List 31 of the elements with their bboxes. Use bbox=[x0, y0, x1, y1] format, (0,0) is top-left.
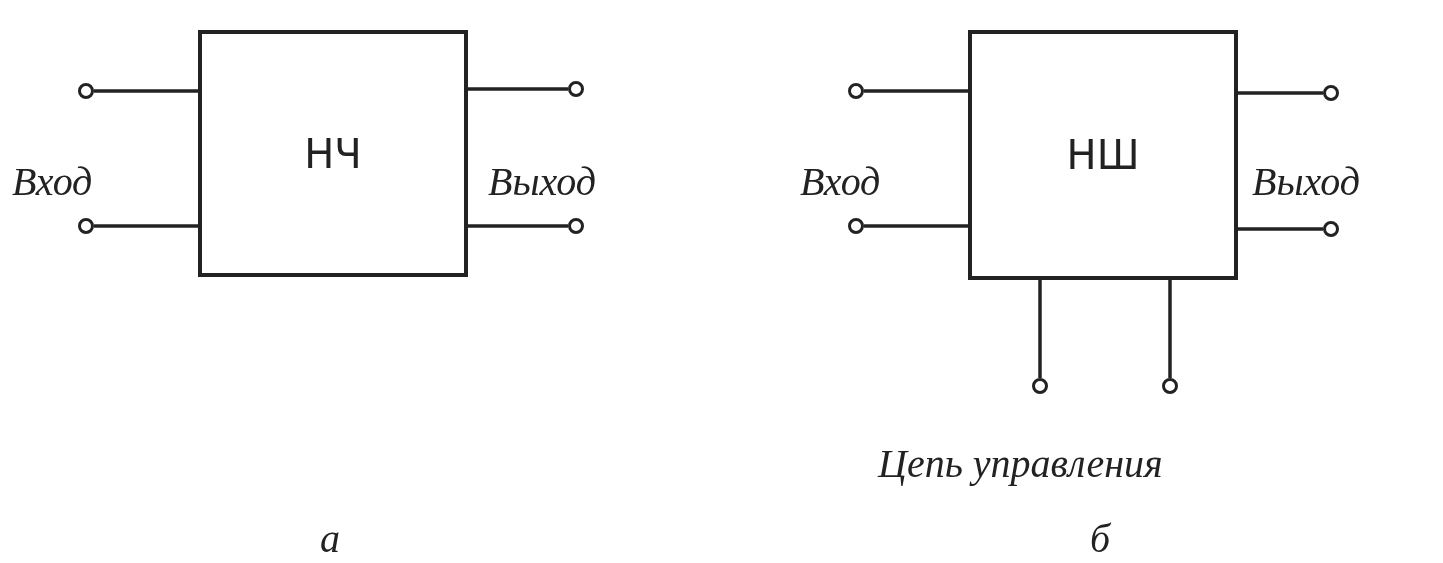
connection-line bbox=[1238, 91, 1323, 95]
terminal-circle bbox=[1162, 378, 1178, 394]
connection-line bbox=[1038, 280, 1042, 378]
connection-line bbox=[468, 224, 568, 228]
terminal-circle bbox=[78, 83, 94, 99]
block-box bbox=[968, 30, 1238, 280]
terminal-circle bbox=[1323, 85, 1339, 101]
terminal-circle bbox=[848, 83, 864, 99]
block-box bbox=[198, 30, 468, 277]
connection-line bbox=[864, 89, 968, 93]
terminal-circle bbox=[1323, 221, 1339, 237]
terminal-circle bbox=[568, 81, 584, 97]
connection-line bbox=[468, 87, 568, 91]
connection-line bbox=[94, 89, 198, 93]
block-label: НШ bbox=[1066, 132, 1140, 178]
figure-letter: а bbox=[320, 515, 340, 562]
terminal-circle bbox=[848, 218, 864, 234]
block-label: НЧ bbox=[304, 130, 362, 177]
terminal-label: Выход bbox=[488, 158, 596, 205]
terminal-label: Вход bbox=[12, 158, 93, 205]
figure-letter: б bbox=[1090, 515, 1111, 562]
terminal-label: Цепь управления bbox=[878, 440, 1163, 487]
terminal-label: Вход bbox=[800, 158, 881, 205]
terminal-circle bbox=[78, 218, 94, 234]
terminal-label: Выход bbox=[1252, 158, 1360, 205]
connection-line bbox=[1168, 280, 1172, 378]
terminal-circle bbox=[1032, 378, 1048, 394]
connection-line bbox=[94, 224, 198, 228]
connection-line bbox=[1238, 227, 1323, 231]
terminal-circle bbox=[568, 218, 584, 234]
connection-line bbox=[864, 224, 968, 228]
